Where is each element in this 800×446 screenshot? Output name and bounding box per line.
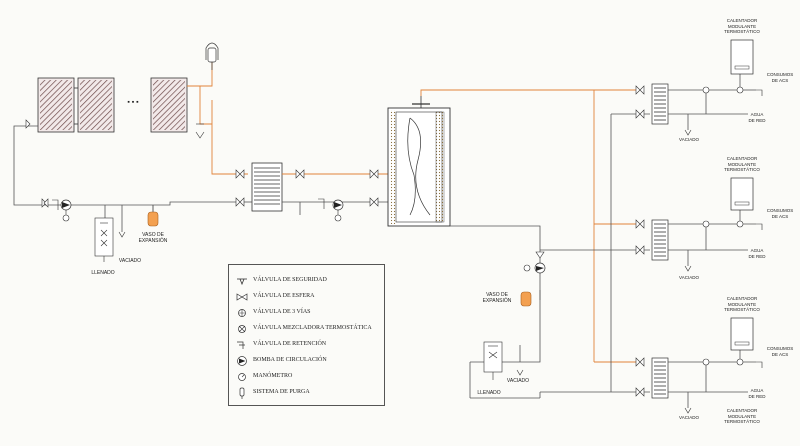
- expansion-vessel-2: [520, 291, 532, 307]
- safety-valve-collector: [195, 123, 205, 139]
- legend-text: VÁLVULA DE 3 VÍAS: [253, 309, 311, 315]
- legend-text: MANÓMETRO: [253, 373, 293, 379]
- legend-box: VÁLVULA DE SEGURIDAD VÁLVULA DE ESFERA V…: [228, 264, 385, 406]
- branch-3: [651, 317, 756, 408]
- legend-text: VÁLVULA DE SEGURIDAD: [253, 277, 327, 283]
- vaso-expansion-label-2: VASO DE EXPANSIÓN: [482, 292, 512, 304]
- tank-cold-pipe: [450, 113, 650, 399]
- vaciado-label-5: VACIADO: [679, 415, 699, 420]
- circulation-pump-secondary: [318, 198, 344, 222]
- legend-text: SISTEMA DE PURGA: [253, 389, 310, 395]
- manometer-icon: [238, 373, 246, 381]
- vaciado-label-2: VACIADO: [506, 378, 530, 384]
- vaciado-label-1: VACIADO: [118, 258, 142, 264]
- legend-text: VÁLVULA MEZCLADORA TERMOSTÁTICA: [253, 325, 372, 331]
- vaciado-label-4: VACIADO: [679, 275, 699, 280]
- legend-row: MANÓMETRO: [229, 371, 384, 383]
- drain-2: [516, 369, 524, 376]
- llenado-label-1: LLENADO: [91, 270, 115, 276]
- thermostatic-mixing-valve-icon: [238, 325, 246, 333]
- legend-row: BOMBA DE CIRCULACIÓN: [229, 355, 384, 367]
- legend-row: VÁLVULA MEZCLADORA TERMOSTÁTICA: [229, 323, 384, 335]
- three-way-valve-icon: [238, 309, 246, 317]
- filling-unit-1: [94, 217, 114, 262]
- calentador-label-4: CALENTADOR MODULANTE TERMOSTÁTICO: [724, 408, 760, 424]
- vaso-expansion-label-1: VASO DE EXPANSIÓN: [138, 232, 168, 244]
- ball-valve-icon: [236, 293, 248, 301]
- secondary-valves: [235, 169, 379, 207]
- circulation-pump-primary: [60, 199, 72, 222]
- legend-row: VÁLVULA DE ESFERA: [229, 291, 384, 303]
- circulation-pump-recirculation: [523, 251, 546, 274]
- vaciado-label-3: VACIADO: [679, 137, 699, 142]
- agua-red-label-2: AGUA DE RED: [748, 248, 766, 259]
- agua-red-label-1: AGUA DE RED: [748, 112, 766, 123]
- solar-collector-2: [77, 77, 115, 133]
- solar-collector-3: [150, 77, 188, 133]
- agua-red-label-3: AGUA DE RED: [748, 388, 766, 399]
- consumos-label-2: CONSUMOS DE ACS: [766, 208, 794, 219]
- legend-text: VÁLVULA DE ESFERA: [253, 293, 315, 299]
- calentador-label-2: CALENTADOR MODULANTE TERMOSTÁTICO: [724, 156, 760, 172]
- consumos-label-1: CONSUMOS DE ACS: [766, 72, 794, 83]
- filling-unit-2: [483, 341, 503, 380]
- legend-text: BOMBA DE CIRCULACIÓN: [253, 357, 327, 363]
- calentador-label-1: CALENTADOR MODULANTE TERMOSTÁTICO: [724, 18, 760, 34]
- expansion-vessel-1: [147, 205, 159, 227]
- check-valve-icon: [237, 341, 245, 349]
- dots-label: ▪ ▪ ▪: [127, 99, 139, 106]
- purge-system-icon: [239, 387, 245, 399]
- legend-row: SISTEMA DE PURGA: [229, 387, 384, 399]
- llenado-label-2: LLENADO: [477, 390, 501, 396]
- dhw-supply-pipe: [420, 89, 640, 363]
- consumos-label-3: CONSUMOS DE ACS: [766, 346, 794, 357]
- branch-2: [651, 177, 756, 266]
- legend-row: VÁLVULA DE RETENCIÓN: [229, 339, 384, 351]
- tap-symbols: [756, 89, 763, 368]
- circulation-pump-icon: [237, 356, 247, 366]
- primary-return-pipe: [13, 125, 240, 232]
- legend-text: VÁLVULA DE RETENCIÓN: [253, 341, 327, 347]
- branch-1: [651, 39, 756, 130]
- drain-1: [118, 231, 126, 238]
- safety-valve-icon: [237, 278, 247, 286]
- branch-valves: [635, 85, 692, 414]
- purge-system-collector: [205, 42, 219, 70]
- storage-tank: [387, 96, 451, 227]
- legend-row: VÁLVULA DE 3 VÍAS: [229, 307, 384, 319]
- legend-row: VÁLVULA DE SEGURIDAD: [229, 275, 384, 287]
- heat-exchanger-1: [251, 162, 283, 212]
- primary-valves: [25, 119, 49, 208]
- primary-supply-pipe: [187, 60, 248, 175]
- solar-collector-1: [37, 77, 75, 133]
- calentador-label-3: CALENTADOR MODULANTE TERMOSTÁTICO: [724, 296, 760, 312]
- check-valve-primary: [52, 199, 59, 210]
